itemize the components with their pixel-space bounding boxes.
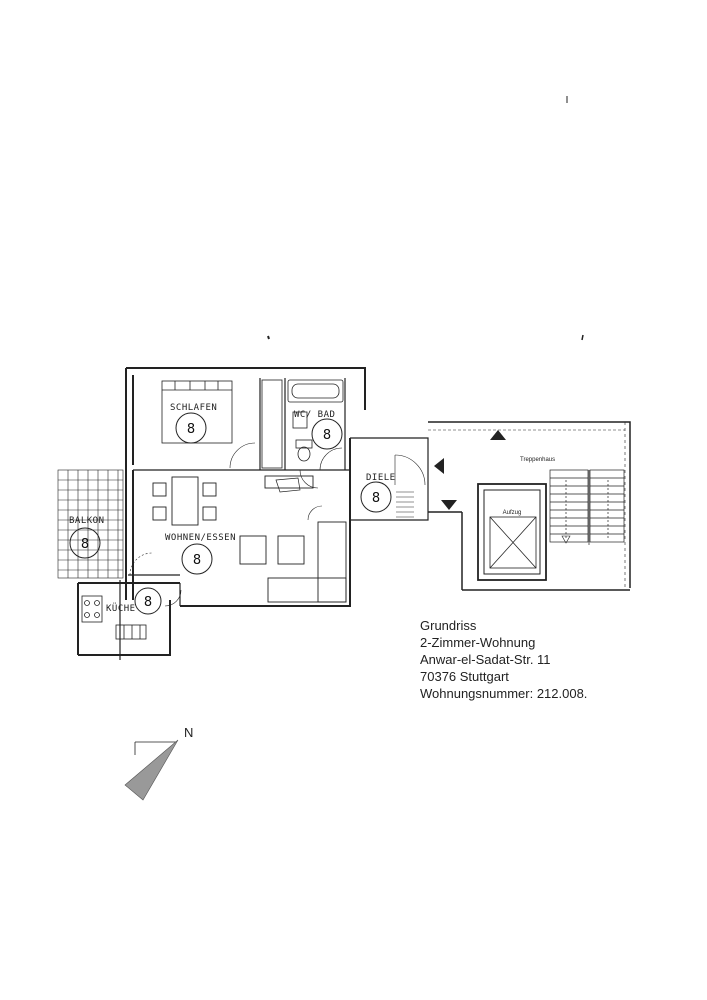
info-city: 70376 Stuttgart xyxy=(420,669,509,684)
sofa xyxy=(239,475,347,603)
info-title: Grundriss xyxy=(420,618,477,633)
info-apartment-number: Wohnungsnummer: 212.008. xyxy=(420,686,588,701)
interior-walls xyxy=(119,378,429,660)
kueche-label: KÜCHE xyxy=(106,603,136,614)
diele-label: DIELE xyxy=(366,473,396,483)
bed xyxy=(161,380,233,444)
toilet xyxy=(295,439,313,462)
schlafen-number: 8 xyxy=(187,422,195,437)
diele-number-circle xyxy=(360,481,392,513)
schlafen-number-circle xyxy=(175,412,207,444)
north-label: N xyxy=(184,725,193,740)
aufzug-label: Aufzug xyxy=(503,510,522,516)
address-info: Grundriss 2-Zimmer-Wohnung Anwar-el-Sada… xyxy=(420,617,587,702)
kueche-number: 8 xyxy=(144,595,152,610)
bathtub xyxy=(287,379,344,403)
bad-number-circle xyxy=(311,418,343,450)
treppenhaus-label: Treppenhaus xyxy=(520,457,555,463)
compass-icon xyxy=(124,739,179,801)
bad-number: 8 xyxy=(323,428,331,443)
arrow-left-icon xyxy=(434,458,444,474)
bad-label: WC/ BAD xyxy=(294,410,335,420)
schlafen-label: SCHLAFEN xyxy=(170,403,217,413)
sink xyxy=(292,411,308,429)
wohnen-number: 8 xyxy=(193,553,201,568)
balkon-number-circle xyxy=(69,527,101,559)
balkon-tiles xyxy=(57,469,124,579)
elevator-shaft xyxy=(477,483,547,581)
kueche-number-circle xyxy=(134,587,162,615)
info-street: Anwar-el-Sadat-Str. 11 xyxy=(420,652,551,667)
wardrobe xyxy=(261,379,283,469)
wohnen-label: WOHNEN/ESSEN xyxy=(165,533,236,543)
arrow-down-icon xyxy=(441,500,457,510)
door-swing xyxy=(229,442,256,469)
balkon-number: 8 xyxy=(81,537,89,552)
info-apartment-type: 2-Zimmer-Wohnung xyxy=(420,635,536,650)
stairwell-walls xyxy=(428,421,631,591)
balkon-label: BALKON xyxy=(69,516,105,526)
arrow-up-icon xyxy=(490,430,506,440)
diele-number: 8 xyxy=(372,491,380,506)
apartment-walls xyxy=(77,367,366,656)
wohnen-number-circle xyxy=(181,543,213,575)
stairs xyxy=(549,469,625,545)
dining-table xyxy=(152,476,217,526)
kitchen-counter xyxy=(81,595,147,640)
